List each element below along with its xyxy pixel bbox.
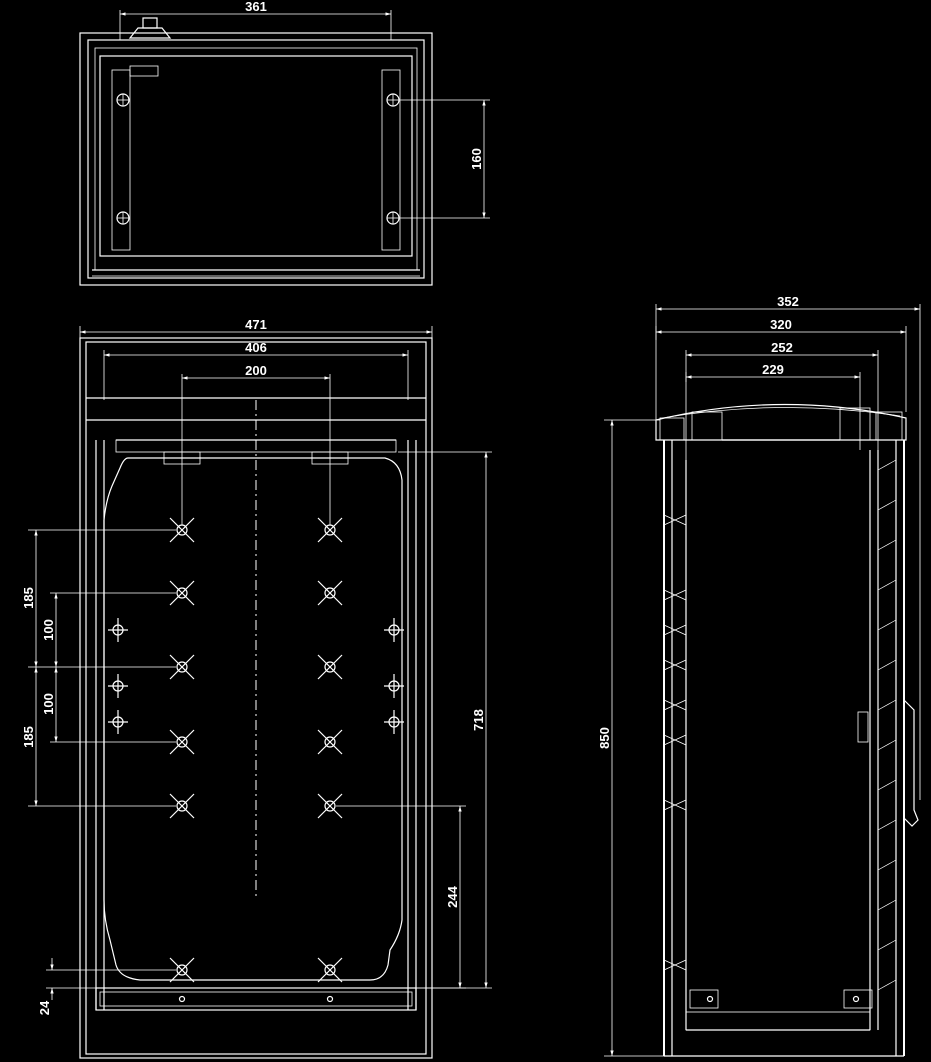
dim-361-label: 361 [245,0,267,14]
dim-252-label: 252 [771,340,793,355]
mount-cross-8 [317,729,343,755]
dim-24: 24 [37,958,176,1015]
top-knob [128,17,172,39]
dim-320-label: 320 [770,317,792,332]
mount-cross-11 [169,957,195,983]
mount-cross-12 [317,957,343,983]
keyhole-bottom-left [116,211,130,225]
dim-361: 361 [119,0,392,40]
side-roof [655,403,907,441]
door-handle [903,699,919,827]
dim-406-label: 406 [245,340,267,355]
side-view: 352 320 252 229 850 [597,294,921,1057]
dim-718-label: 718 [471,709,486,731]
dim-185-lower-label: 185 [21,726,36,748]
mount-cross-9 [169,793,195,819]
side-pin-left-1 [108,618,128,642]
mount-cross-4 [317,580,343,606]
keyhole-top-left [116,93,130,107]
mounting-plate [103,457,403,981]
mount-cross-7 [169,729,195,755]
dim-200: 200 [181,363,331,525]
dim-229-label: 229 [762,362,784,377]
dim-left-185-upper: 185 [21,529,176,667]
keyhole-top-right [386,93,400,107]
side-pin-right-3 [384,710,404,734]
side-pin-left-3 [108,710,128,734]
top-view: 361 160 [79,0,490,286]
side-pin-left-2 [108,674,128,698]
dim-320: 320 [655,317,907,412]
dim-100-upper-label: 100 [41,619,56,641]
dim-200-label: 200 [245,363,267,378]
front-view: 471 406 200 185 100 [21,317,492,1059]
dim-left-185-lower: 185 [21,667,176,807]
dim-244: 244 [336,805,466,989]
dim-850: 850 [597,419,664,1057]
dim-24-label: 24 [37,1000,52,1015]
dim-left-100-upper: 100 [41,592,176,667]
mount-cross-1 [169,517,195,543]
dim-352-label: 352 [777,294,799,309]
dim-229: 229 [685,362,861,450]
mount-cross-3 [169,580,195,606]
dim-471: 471 [79,317,433,338]
dim-100-lower-label: 100 [41,693,56,715]
back-ribs [663,514,687,971]
dim-406: 406 [103,340,409,400]
dim-185-upper-label: 185 [21,587,36,609]
mount-cross-5 [169,654,195,680]
dim-252: 252 [685,340,879,460]
mount-cross-10 [317,793,343,819]
dim-left-100-lower: 100 [41,667,176,743]
mount-cross-6 [317,654,343,680]
side-pin-right-2 [384,674,404,698]
dim-160-label: 160 [469,148,484,170]
dim-160: 160 [400,99,490,219]
dim-244-label: 244 [445,885,460,907]
dim-352: 352 [655,294,921,800]
dim-850-label: 850 [597,727,612,749]
door-hatch [877,459,897,991]
keyhole-bottom-right [386,211,400,225]
side-pin-right-1 [384,618,404,642]
dim-471-label: 471 [245,317,267,332]
